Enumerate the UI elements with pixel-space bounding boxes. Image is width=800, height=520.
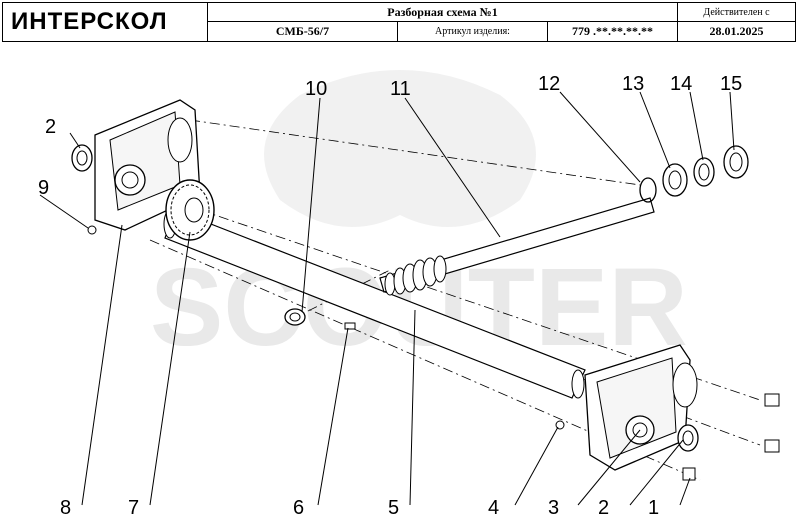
callout-14: 14	[670, 73, 692, 95]
callout-11: 11	[390, 78, 411, 100]
brand-logo-text: ИНТЕРСКОЛ	[11, 8, 168, 35]
callout-6: 6	[293, 497, 304, 519]
callout-5: 5	[388, 497, 399, 519]
article-value: 779 .**.**.**.**	[548, 22, 678, 41]
gear	[165, 179, 215, 241]
callout-15: 15	[720, 73, 742, 95]
effective-label: Действителен с	[678, 3, 795, 22]
callout-10: 10	[305, 78, 327, 100]
callout-4: 4	[488, 497, 499, 519]
bearing-stack	[639, 145, 749, 203]
diagram-title: Разборная схема №1	[208, 3, 678, 22]
bolt-9	[87, 225, 97, 235]
auger-shaft	[379, 197, 655, 296]
callout-2-right: 2	[598, 497, 609, 519]
callout-labels: 1 2 2 3 4 5 6 7 8 9 10 11 12 13 14 15	[38, 73, 742, 519]
leader-lines	[39, 91, 735, 506]
article-label: Артикул изделия:	[398, 22, 548, 41]
callout-1: 1	[648, 497, 659, 519]
key-part	[344, 322, 356, 330]
title-block: ИНТЕРСКОЛ Разборная схема №1 Действителе…	[2, 2, 796, 42]
right-housing	[584, 344, 698, 471]
seals	[71, 144, 306, 326]
model-name: СМБ-56/7	[208, 22, 398, 41]
callout-13: 13	[622, 73, 644, 95]
callout-12: 12	[538, 73, 560, 95]
callout-2-left: 2	[45, 116, 56, 138]
callout-9: 9	[38, 177, 49, 199]
brand-logo: ИНТЕРСКОЛ	[3, 3, 208, 41]
effective-date: 28.01.2025	[709, 24, 764, 38]
callout-3: 3	[548, 497, 559, 519]
callout-7: 7	[128, 497, 139, 519]
callout-8: 8	[60, 497, 71, 519]
